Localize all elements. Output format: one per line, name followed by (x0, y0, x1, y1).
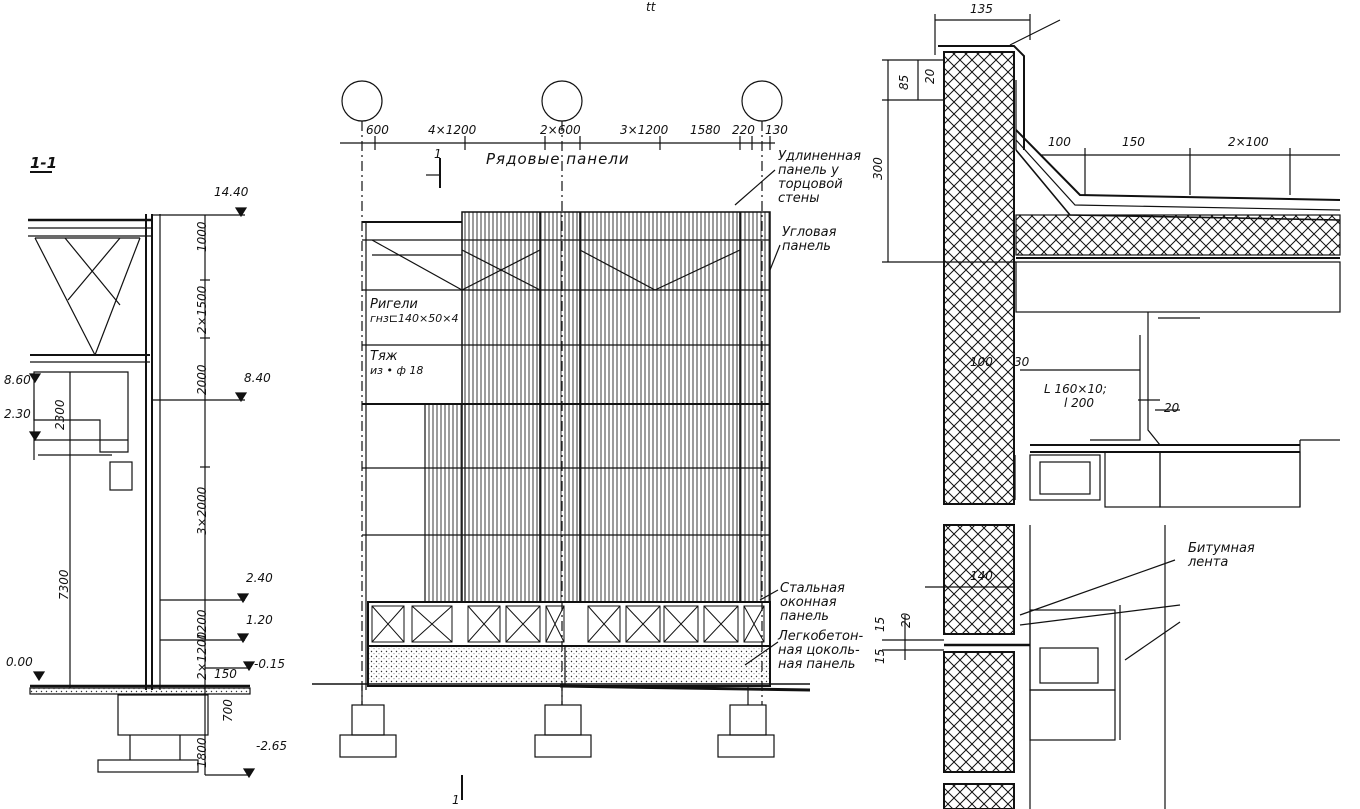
vdim-1800: 1800 (195, 737, 209, 768)
level-minus-0-15: -0.15 (254, 657, 286, 671)
dim-85: 85 (897, 74, 911, 90)
level-14-40: 14.40 (214, 185, 249, 199)
dim-150: 150 (214, 667, 237, 681)
vdim-2x1500: 2×1500 (195, 285, 209, 334)
level-0-00: 0.00 (6, 655, 33, 669)
dim-130: 130 (765, 123, 788, 137)
vdim-1000: 1000 (195, 221, 209, 252)
section-label: 1-1 (30, 154, 58, 172)
section-mark-top: 1 (434, 147, 442, 161)
vdim-2000: 2000 (195, 364, 209, 395)
dim-150-roof: 150 (1122, 135, 1145, 149)
dim-135: 135 (970, 2, 993, 16)
section-glyph: tt (646, 0, 656, 14)
facade-elevation (312, 80, 811, 800)
dim-100-wall: 100 (970, 355, 993, 369)
dim-4x1200: 4×1200 (428, 123, 477, 137)
dim-220: 220 (732, 123, 755, 137)
row-panels-label: Рядовые панели (486, 150, 630, 168)
dim-1580: 1580 (690, 123, 721, 137)
level-minus-2-65: -2.65 (256, 739, 288, 753)
dim-2x600: 2×600 (540, 123, 581, 137)
dim-20-top: 20 (923, 68, 937, 84)
dim-140: 140 (970, 569, 993, 583)
dim-15-b: 15 (873, 648, 887, 664)
level-8-60: 8.60 (4, 373, 31, 387)
level-2-30: 2.30 (4, 407, 31, 421)
angle-spec: L 160×10;l 200 (1044, 382, 1107, 410)
dim-20-lower: 20 (899, 612, 913, 628)
dim-600: 600 (366, 123, 389, 137)
plinth-panel-note: Легкобетон-ная цоколь-ная панель (778, 629, 864, 672)
vdim-3x2000: 3×2000 (195, 486, 209, 535)
dim-15-a: 15 (873, 616, 887, 632)
section-1-1 (28, 171, 256, 779)
vdim-2300: 2300 (53, 399, 67, 430)
level-1-20: 1.20 (246, 613, 273, 627)
dim-2x100-roof: 2×100 (1228, 135, 1269, 149)
level-8-40: 8.40 (244, 371, 271, 385)
vdim-2x1200: 2×1200 (195, 631, 209, 680)
dim-20-angle: 20 (1164, 401, 1180, 415)
wall-detail (882, 14, 1341, 809)
dim-100-roof: 100 (1048, 135, 1071, 149)
dim-300: 300 (871, 157, 885, 180)
level-2-40: 2.40 (246, 571, 273, 585)
dim-30: 30 (1014, 355, 1030, 369)
dim-3x1200: 3×1200 (620, 123, 669, 137)
vdim-700: 700 (221, 699, 235, 722)
vdim-7300: 7300 (57, 569, 71, 600)
section-mark-bottom: 1 (452, 793, 460, 807)
